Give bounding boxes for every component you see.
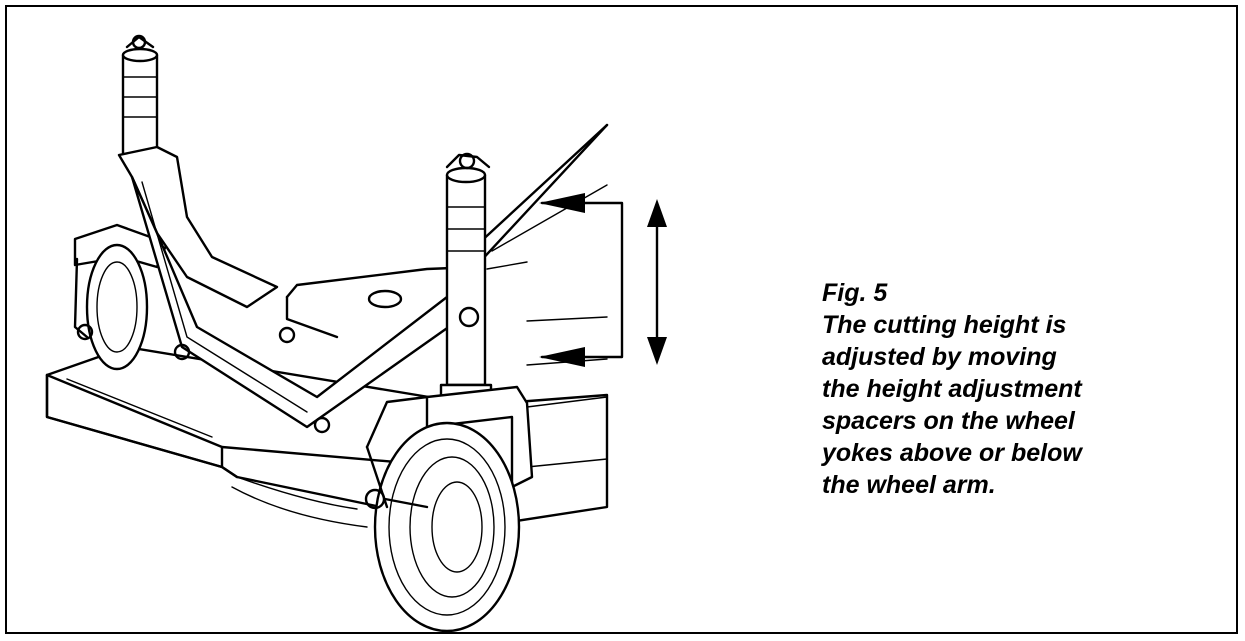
caption-line: the wheel arm. <box>822 471 996 499</box>
height-indicator-arrows <box>539 193 624 367</box>
caption-line: adjusted by moving <box>822 343 1057 371</box>
figure-label: Fig. 5 <box>822 279 888 307</box>
discharge-chute <box>475 123 609 270</box>
caption-line: The cutting height is <box>822 311 1067 339</box>
caption-line: spacers on the wheel <box>822 407 1075 435</box>
double-headed-arrow <box>647 199 667 365</box>
right-wheel <box>364 385 534 633</box>
right-wheel-yoke <box>439 152 493 405</box>
figure-caption: Fig. 5 The cutting height is adjusted by… <box>822 277 1222 501</box>
left-wheel <box>73 223 169 371</box>
left-wheel-yoke <box>121 34 159 157</box>
caption-line: the height adjustment <box>822 375 1082 403</box>
mower-deck-illustration <box>45 34 624 633</box>
figure-frame: Fig. 5 The cutting height is adjusted by… <box>5 5 1238 634</box>
caption-line: yokes above or below <box>822 439 1082 467</box>
